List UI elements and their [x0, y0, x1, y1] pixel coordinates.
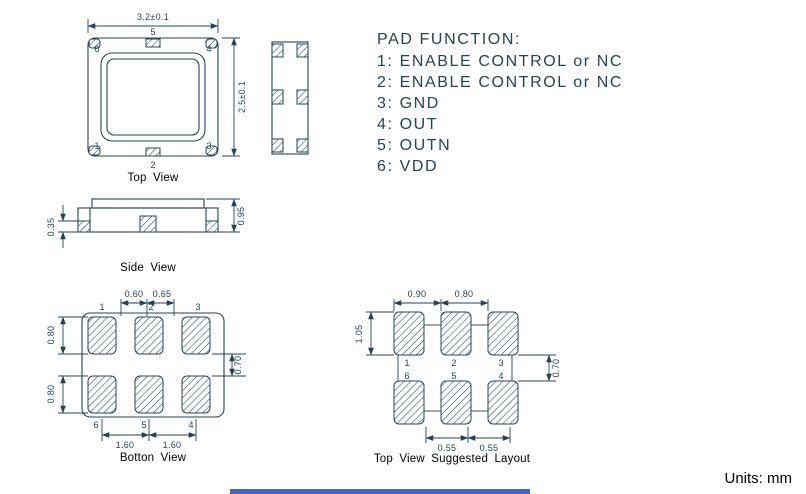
side-view-label: Side View — [120, 262, 176, 274]
units-label: Units: mm — [725, 470, 793, 487]
pad-hatch — [88, 145, 101, 156]
dim-pad-a: 0.90 — [408, 289, 427, 299]
dim-top-width: 3.2±0.1 — [137, 12, 169, 22]
pin-label: 3 — [206, 141, 211, 151]
dim-pad-a: 0.60 — [125, 289, 144, 299]
bottom-view-label: Botton View — [120, 452, 187, 464]
pad-hatch — [87, 375, 117, 414]
suggested-layout-label: Top View Suggested Layout — [374, 453, 531, 465]
dim-pitch-left: 1.60 — [116, 440, 135, 450]
dim-row-gap: 0.70 — [551, 359, 561, 378]
pad-hatch — [145, 147, 161, 157]
dim-standoff: 0.35 — [46, 218, 56, 237]
top-view: 3.2±0.1 6 5 4 1 2 3 2.5±0.1 Top View — [87, 12, 247, 184]
dim-gap-a: 0.55 — [438, 443, 457, 453]
bottom-accent-strip — [230, 489, 530, 494]
pin-label: 4 — [188, 420, 193, 430]
bottom-view: 1 2 3 6 5 4 0.60 0.65 0.80 0.80 0.70 — [46, 289, 246, 464]
pin-label: 1 — [94, 141, 99, 151]
dim-pad-height-bottom: 0.80 — [46, 385, 56, 404]
pad-hatch — [145, 38, 161, 48]
pad-hatch — [205, 38, 218, 49]
pad-hatch — [271, 89, 284, 105]
pad-hatch — [487, 311, 519, 356]
pad-function-item: 6: VDD — [377, 158, 438, 175]
pad-function-item: 5: OUTN — [377, 137, 451, 154]
pad-hatch — [205, 220, 219, 233]
pad-hatch — [139, 215, 157, 233]
pad-function-title: PAD FUNCTION: — [377, 31, 521, 48]
pad-function-item: 2: ENABLE CONTROL or NC — [377, 74, 623, 91]
pin-label: 6 — [94, 44, 99, 54]
pad-hatch — [271, 138, 284, 153]
cavity-outline — [100, 52, 206, 142]
dim-side-height: 0.95 — [236, 207, 246, 226]
pad-hatch — [271, 43, 284, 58]
suggested-layout-view: 1 2 3 6 5 4 0.90 0.80 1.05 0.70 0.55 0.5… — [354, 289, 561, 465]
side-view: 0.35 0.95 Side View — [46, 198, 246, 274]
pin-label: 3 — [498, 358, 503, 368]
package-outline — [81, 312, 225, 418]
pad-hatch — [296, 89, 309, 105]
pin-label: 4 — [206, 44, 211, 54]
pad-hatch — [88, 38, 101, 49]
pad-hatch — [487, 380, 519, 425]
pad-hatch — [87, 316, 117, 355]
dim-pad-height: 1.05 — [354, 325, 364, 344]
pin-label: 6 — [93, 420, 98, 430]
lid-outline — [91, 198, 205, 209]
pin-label: 3 — [195, 302, 200, 312]
pad-function-item: 4: OUT — [377, 116, 438, 133]
pin-label: 4 — [498, 371, 503, 381]
cavity-inner-outline — [106, 58, 200, 136]
pin-label: 2 — [148, 302, 153, 312]
pad-hatch — [134, 375, 164, 414]
side-cross-section — [271, 41, 309, 155]
pin-label: 1 — [404, 358, 409, 368]
dim-row-gap: 0.70 — [233, 356, 243, 375]
pad-hatch — [205, 145, 218, 156]
pin-label: 2 — [150, 160, 155, 170]
pad-function-block: PAD FUNCTION: 1: ENABLE CONTROL or NC 2:… — [377, 31, 623, 175]
pad-hatch — [393, 380, 425, 425]
pad-hatch — [393, 311, 425, 356]
pin-label: 5 — [141, 420, 146, 430]
pad-hatch — [440, 380, 472, 425]
pad-hatch — [440, 311, 472, 356]
pin-label: 2 — [451, 358, 456, 368]
pad-hatch — [77, 220, 91, 233]
top-view-label: Top View — [127, 172, 179, 184]
pad-hatch — [181, 375, 211, 414]
dim-pad-b: 0.80 — [455, 289, 474, 299]
pin-label: 5 — [150, 27, 155, 37]
pad-hatch — [134, 316, 164, 355]
pad-hatch — [296, 138, 309, 153]
pin-label: 6 — [404, 371, 409, 381]
pad-hatch — [181, 316, 211, 355]
dim-top-height: 2.5±0.1 — [237, 81, 247, 113]
pad-function-item: 3: GND — [377, 95, 440, 112]
dim-pad-b: 0.65 — [153, 289, 172, 299]
dim-pitch-right: 1.60 — [163, 440, 182, 450]
pin-label: 5 — [451, 371, 456, 381]
dim-pad-height-top: 0.80 — [46, 326, 56, 345]
dim-gap-b: 0.55 — [480, 443, 499, 453]
pad-hatch — [296, 43, 309, 58]
pad-function-item: 1: ENABLE CONTROL or NC — [377, 53, 623, 70]
pin-label: 1 — [99, 302, 104, 312]
